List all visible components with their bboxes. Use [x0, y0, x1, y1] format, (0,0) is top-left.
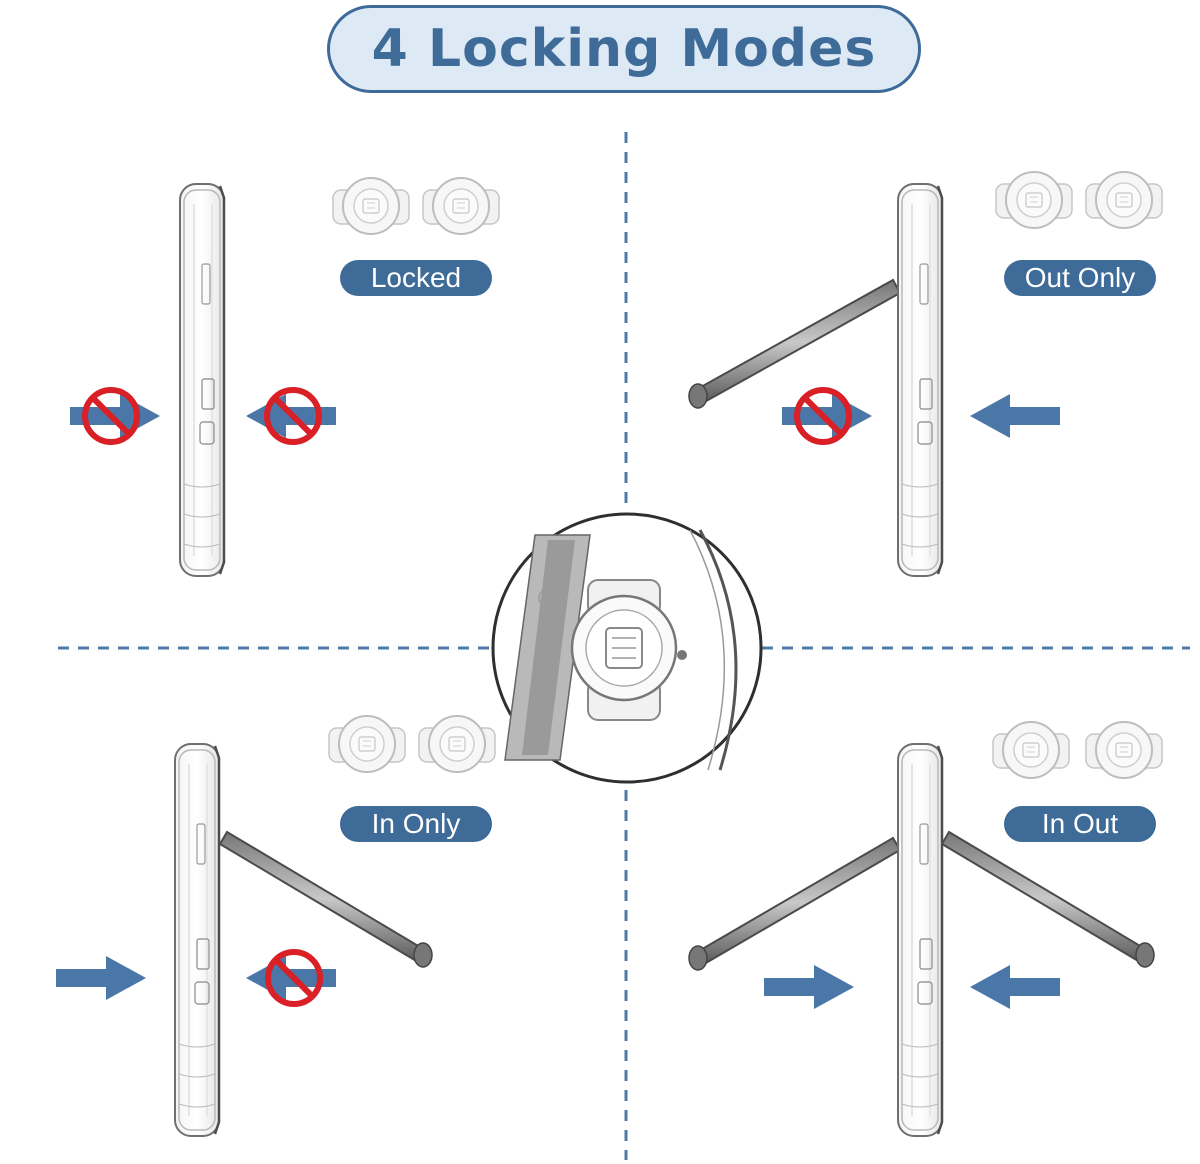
- hinge-piece: [328, 715, 406, 773]
- quadrant-dividers: [58, 132, 1190, 1160]
- title-pill: 4 Locking Modes: [327, 5, 921, 93]
- arrow-in-icon: [56, 956, 146, 1000]
- mode-label-out-only: Out Only: [1004, 260, 1156, 296]
- hinge-piece: [1085, 721, 1163, 779]
- kickstand: [688, 278, 902, 409]
- mode-locked-group: [70, 177, 500, 578]
- page-title: 4 Locking Modes: [371, 19, 877, 79]
- mode-label-in-only: In Only: [340, 806, 492, 842]
- mode-out-only-group: [688, 171, 1163, 578]
- arrow-out-icon: [970, 394, 1060, 438]
- phone-side-view: [173, 742, 221, 1138]
- hinge-piece: [332, 177, 410, 235]
- mode-label-in-out: In Out: [1004, 806, 1156, 842]
- mode-in-out-group: [688, 721, 1163, 1138]
- hinge-piece: [1085, 171, 1163, 229]
- hinge-piece: [995, 171, 1073, 229]
- mode-in-only-group: [56, 715, 496, 1138]
- arrow-in-icon: [764, 965, 854, 1009]
- kickstand: [218, 830, 433, 968]
- phone-side-view: [178, 182, 226, 578]
- kickstand: [688, 830, 1155, 971]
- hinge-piece: [992, 721, 1070, 779]
- hinge-piece: [418, 715, 496, 773]
- phone-side-view: [896, 182, 944, 578]
- hinge-closeup: [491, 512, 763, 784]
- hinge-piece: [422, 177, 500, 235]
- mode-label-locked: Locked: [340, 260, 492, 296]
- arrow-out-icon: [970, 965, 1060, 1009]
- phone-side-view: [896, 742, 944, 1138]
